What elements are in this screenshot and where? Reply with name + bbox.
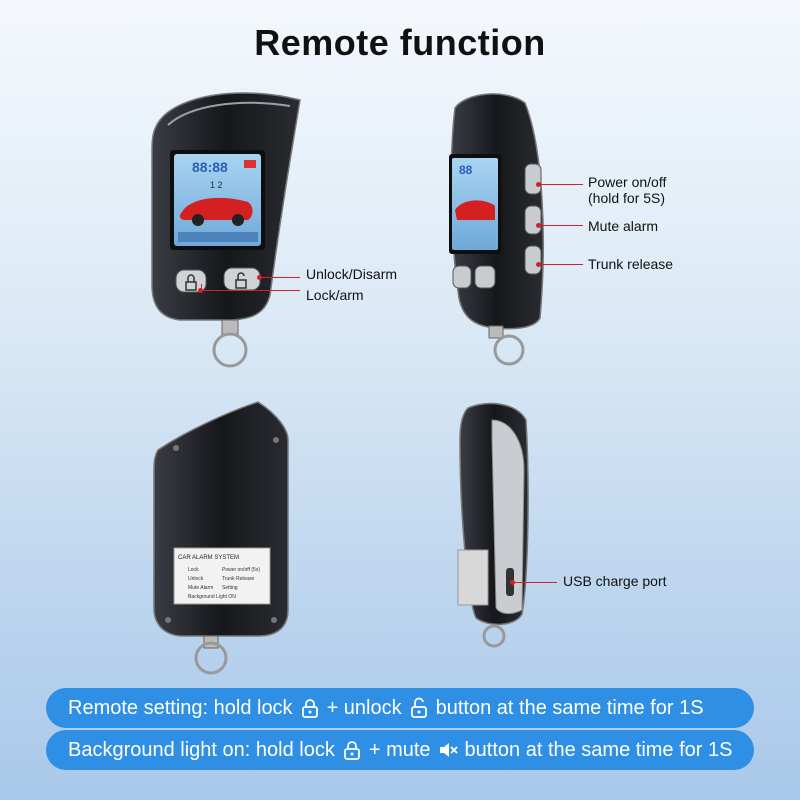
mute-icon (439, 743, 458, 757)
callout-usb-charge-port: USB charge port (563, 573, 667, 589)
sticker-cell: Lock (188, 567, 199, 573)
callout-power-line1: Power on/off (588, 174, 667, 190)
banner-text: Remote setting: hold lock (68, 697, 293, 719)
sticker-cell: Background Light ON (188, 594, 236, 600)
sticker-title: CAR ALARM SYSTEM (178, 555, 239, 561)
sticker-cell: Trunk Release (222, 576, 255, 582)
unlock-icon (410, 697, 427, 718)
remote-side-image: 88 (449, 93, 544, 366)
banner-text: + unlock (326, 697, 402, 719)
remote-edge-image (457, 402, 529, 648)
lock-icon (301, 699, 318, 718)
callout-mute-alarm: Mute alarm (588, 218, 659, 234)
sticker-cell: Unlock (188, 576, 204, 582)
remote-back-image: CAR ALARM SYSTEM Lock Power on/off (5s) … (153, 401, 289, 675)
callout-power-line2: (hold for 5S) (588, 190, 666, 206)
sticker-cell: Setting (222, 585, 238, 591)
banner-text: + mute (368, 739, 431, 761)
sticker-cell: Mute Alarm (188, 585, 213, 591)
banner-text: Background light on: hold lock (68, 739, 335, 761)
sticker-cell: Power on/off (5s) (222, 567, 260, 573)
callout-lock-arm: Lock/arm (306, 287, 364, 303)
lcd-digits: 88:88 (192, 159, 228, 175)
lcd-numbers: 1 2 (210, 180, 223, 190)
lock-icon (343, 741, 360, 760)
instruction-banner-remote-setting: Remote setting: hold lock + unlock butto… (46, 688, 754, 728)
callout-power: Power on/off (hold for 5S) (588, 174, 666, 206)
remote-front-image: 88:88 1 2 (151, 92, 301, 368)
callout-trunk-release: Trunk release (588, 256, 674, 272)
callout-unlock-disarm: Unlock/Disarm (306, 266, 398, 282)
instruction-banner-background-light: Background light on: hold lock + mute bu… (46, 730, 754, 770)
banner-text: button at the same time for 1S (435, 697, 704, 719)
page-title: Remote function (254, 22, 546, 63)
banner-text: button at the same time for 1S (464, 739, 733, 761)
lcd-digits-side: 88 (459, 163, 473, 177)
